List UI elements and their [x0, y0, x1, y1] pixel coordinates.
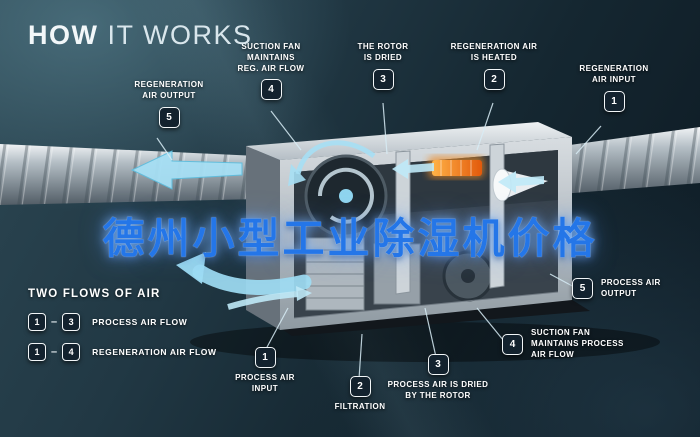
callout-label: REGENERATION AIR INPUT [579, 64, 649, 84]
step-badge-4: 4 [502, 333, 523, 355]
filter-box [305, 237, 365, 311]
step-badge-4: 4 [260, 79, 282, 101]
callout-regeneration-air-input: REGENERATION AIR INPUT 1 [558, 64, 670, 112]
callout-label: PROCESS AIR OUTPUT [601, 278, 661, 298]
step-badge-2: 2 [483, 68, 505, 90]
callout-regeneration-air-heated: REGENERATION AIR IS HEATED 2 [438, 42, 550, 90]
heater [428, 156, 484, 178]
legend-row-process-air-flow: 1 – 3 PROCESS AIR FLOW [28, 313, 217, 331]
leader-lines [156, 102, 602, 380]
step-badge-3: 3 [427, 354, 449, 375]
callout-label: THE ROTOR IS DRIED [357, 42, 409, 62]
left-duct [0, 144, 258, 205]
legend-title: TWO FLOWS OF AIR [28, 288, 161, 300]
regen-input-arrow [498, 171, 544, 193]
page-title: HOW IT WORKS [28, 20, 253, 51]
callout-process-air-dried: 3 PROCESS AIR IS DRIED BY THE ROTOR [382, 354, 494, 402]
step-badge-3: 3 [62, 313, 81, 331]
legend-label: REGENERATION AIR FLOW [92, 347, 217, 357]
process-input-arrow [227, 291, 299, 310]
callout-label: PROCESS AIR IS DRIED BY THE ROTOR [387, 380, 489, 400]
divider-panel [395, 150, 411, 295]
callout-rotor-is-dried: THE ROTOR IS DRIED 3 [341, 42, 425, 90]
process-suction-fan [442, 250, 494, 302]
air-flow-arrows [130, 140, 544, 310]
rotor-fan [304, 154, 388, 238]
callout-label: SUCTION FAN MAINTAINS PROCESS AIR FLOW [531, 328, 624, 359]
step-badge-2: 2 [349, 376, 371, 397]
step-badge-1: 1 [254, 347, 276, 368]
process-flow-ribbon [192, 264, 312, 295]
legend-row-regeneration-air-flow: 1 – 4 REGENERATION AIR FLOW [28, 343, 217, 361]
step-badge-1: 1 [28, 313, 46, 331]
range-dash: – [51, 316, 58, 328]
right-duct [548, 127, 700, 195]
step-badge-1: 1 [603, 90, 625, 112]
step-badge-3: 3 [372, 68, 394, 90]
callout-label: SUCTION FAN MAINTAINS REG. AIR FLOW [237, 42, 305, 73]
title-how: HOW [28, 20, 99, 50]
callout-label: REGENERATION AIR IS HEATED [450, 42, 538, 62]
title-it-works: IT WORKS [107, 20, 253, 50]
callout-label: PROCESS AIR INPUT [235, 373, 295, 393]
callout-label: REGENERATION AIR OUTPUT [134, 80, 204, 100]
fan-swirl-arrow [295, 140, 376, 175]
callout-suction-fan-reg-flow: SUCTION FAN MAINTAINS REG. AIR FLOW 4 [216, 42, 326, 101]
watermark-text: 德州小型工业除湿机价格 [102, 214, 598, 263]
legend-label: PROCESS AIR FLOW [92, 317, 188, 327]
step-badge-5: 5 [572, 278, 593, 300]
callout-suction-fan-process-flow: 4 SUCTION FAN MAINTAINS PROCESS AIR FLOW [502, 328, 624, 360]
callout-regeneration-air-output: REGENERATION AIR OUTPUT 5 [110, 80, 228, 128]
callout-label: FILTRATION [334, 402, 386, 411]
callout-filtration: 2 FILTRATION [320, 376, 400, 413]
callout-process-air-input: 1 PROCESS AIR INPUT [225, 347, 305, 395]
range-dash: – [51, 346, 58, 358]
legend: TWO FLOWS OF AIR 1 – 3 PROCESS AIR FLOW … [28, 288, 217, 373]
callout-process-air-output: 5 PROCESS AIR OUTPUT [572, 278, 661, 300]
rotor-flow-arrow [392, 159, 434, 179]
step-badge-5: 5 [158, 106, 180, 128]
step-badge-1: 1 [28, 343, 46, 361]
step-badge-4: 4 [62, 343, 81, 361]
